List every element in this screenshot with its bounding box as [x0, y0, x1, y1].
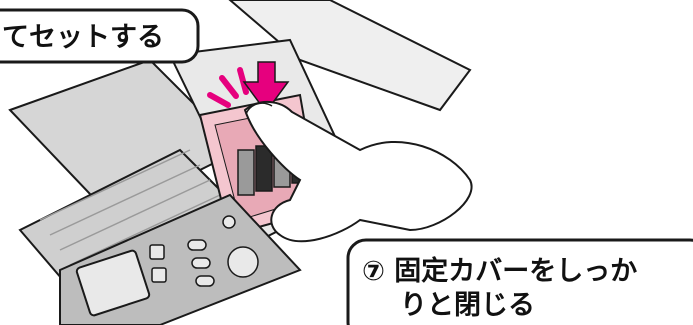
panel-buttons — [149, 215, 259, 287]
tray-lines — [39, 149, 221, 266]
panel-dial — [227, 246, 259, 278]
pressing-hand — [243, 101, 473, 243]
callout-top-left: てセットする — [0, 8, 200, 64]
panel-button-4 — [191, 257, 211, 269]
down-arrow-icon — [242, 61, 290, 114]
panel-button-2 — [151, 267, 167, 283]
finger-nail — [245, 102, 273, 115]
burst-lines-icon — [207, 67, 249, 108]
cartridge-1 — [237, 149, 255, 196]
callout-top-left-text: てセットする — [2, 22, 164, 53]
panel-screen — [75, 249, 151, 317]
panel-button-1 — [149, 244, 165, 260]
callout-bottom-right-line1: ⑦ 固定カバーをしっか — [362, 255, 637, 287]
panel-small-button — [222, 215, 236, 229]
callout-bottom-right: ⑦ 固定カバーをしっか りと閉じる — [346, 238, 693, 325]
panel-button-3 — [187, 239, 207, 251]
panel-button-5 — [195, 275, 215, 287]
callout-bottom-right-line2: りと閉じる — [400, 290, 535, 321]
cartridge-2 — [255, 145, 273, 192]
